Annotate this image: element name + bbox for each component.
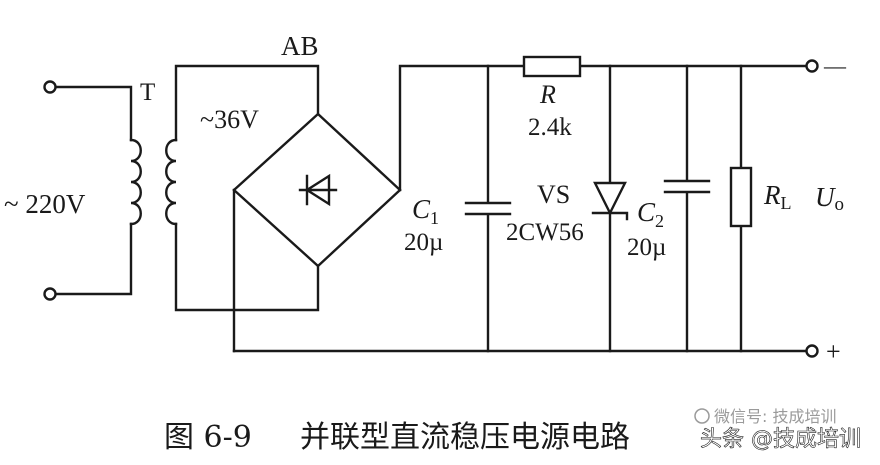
c1-label: C1 <box>412 194 439 228</box>
c2-label: C2 <box>637 197 664 231</box>
resistor-value: 2.4k <box>528 114 572 141</box>
input-terminal-top <box>43 80 57 94</box>
load-label: RL <box>763 180 792 213</box>
watermark-line2: 头条 @技成培训 <box>700 427 861 452</box>
zener-part: 2CW56 <box>506 219 584 246</box>
terminal-minus-label: — <box>823 53 847 78</box>
secondary-voltage-label: ~36V <box>200 105 259 134</box>
zener-triangle <box>593 181 627 216</box>
watermark-logo-icon <box>694 408 710 424</box>
c1-value: 20µ <box>404 229 443 256</box>
c2-value: 20µ <box>627 234 666 261</box>
capacitor-c2 <box>663 64 711 353</box>
input-wire-bottom <box>54 222 133 296</box>
secondary-wire-top <box>174 64 320 142</box>
secondary-winding <box>165 138 178 226</box>
transformer-label: T <box>140 79 155 106</box>
resistor-r <box>522 55 582 78</box>
figure-title: 并联型直流稳压电源电路 <box>300 420 630 455</box>
bridge-diamond <box>232 112 402 268</box>
watermark: 微信号: 技成培训 头条 @技成培训 <box>694 407 861 452</box>
primary-winding <box>129 138 142 226</box>
watermark-line1: 微信号: 技成培训 <box>714 407 836 426</box>
figure-number: 图 6-9 <box>164 420 252 455</box>
output-label: Uo <box>815 182 844 215</box>
transformer <box>129 64 320 312</box>
load-resistor <box>729 64 753 353</box>
output-terminal-minus <box>805 59 819 73</box>
input-terminal-bottom <box>43 287 57 301</box>
capacitor-c1 <box>464 64 512 353</box>
resistor-name: R <box>539 80 556 109</box>
secondary-wire-bottom <box>174 222 320 312</box>
bridge-diode-symbol <box>298 173 338 207</box>
zener-diode <box>591 64 629 353</box>
output-terminal-plus <box>805 344 819 358</box>
terminal-plus-label: + <box>826 337 841 366</box>
bridge-rectifier <box>232 64 526 353</box>
input-wire-top <box>54 85 133 142</box>
zener-name: VS <box>537 180 570 209</box>
bridge-label: AB <box>281 31 319 61</box>
input-terminals <box>43 80 133 301</box>
bridge-out-right <box>398 64 526 192</box>
input-voltage-label: ~ 220V <box>4 189 86 219</box>
zener-bar <box>591 211 629 221</box>
